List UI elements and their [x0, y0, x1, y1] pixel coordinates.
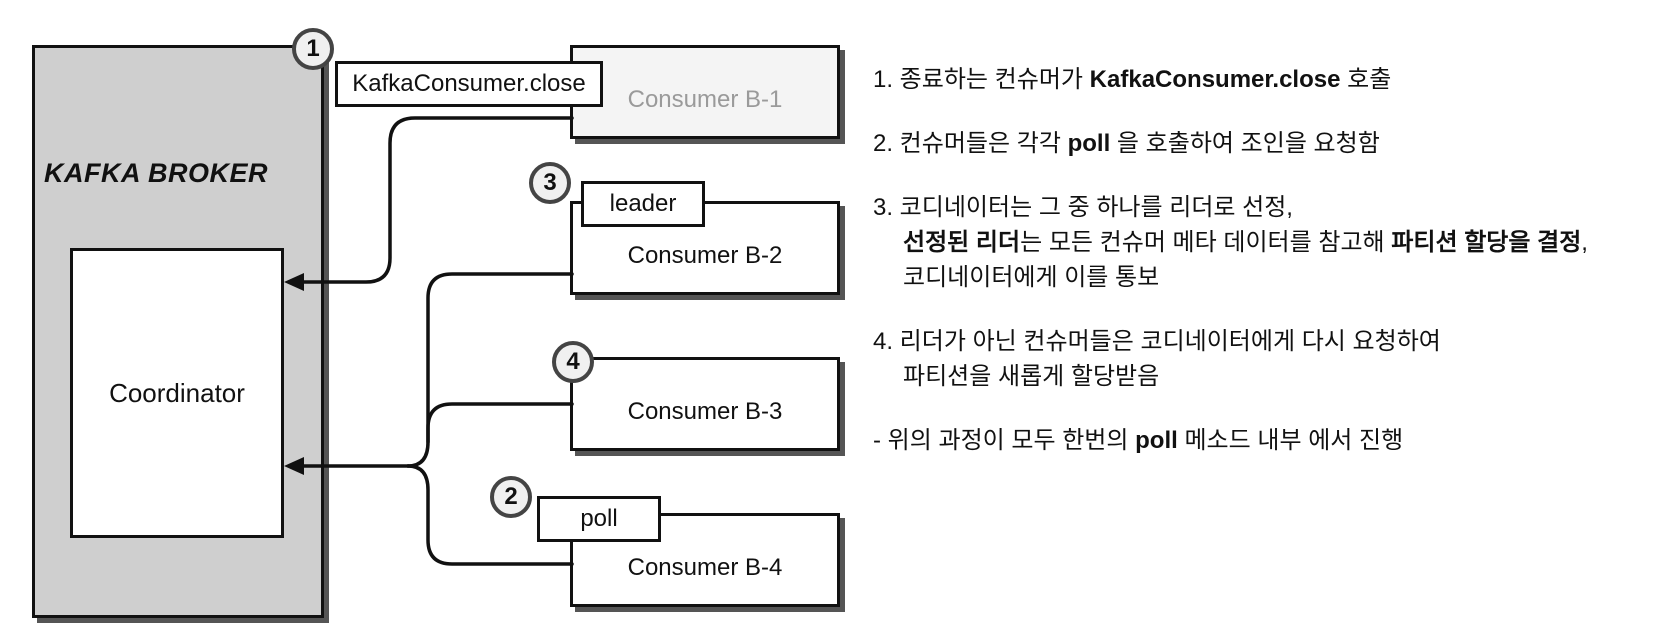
close-connector	[298, 116, 574, 284]
coordinator-label: Coordinator	[109, 377, 245, 408]
note-5-post: 메소드 내부 에서 진행	[1177, 427, 1404, 454]
consumer-b2-label: Consumer B-2	[627, 242, 783, 269]
step-badge-3: 3	[529, 162, 571, 204]
note-3-mid: 는 모든 컨슈머 메타 데이터를 참고해	[1020, 229, 1392, 256]
note-4-line1: 4. 리더가 아닌 컨슈머들은 코디네이터에게 다시 요청하여	[873, 328, 1441, 355]
leader-callout: leader	[581, 181, 705, 227]
consumer-b4-label: Consumer B-4	[627, 554, 783, 581]
note-2-pre: 2. 컨슈머들은 각각	[873, 130, 1068, 157]
poll-connector-b3	[426, 402, 574, 444]
note-5-method: poll	[1135, 427, 1178, 454]
broker-title: KAFKA BROKER	[44, 158, 268, 188]
note-3-end: ,	[1581, 229, 1588, 256]
note-4-line2: 파티션을 새롭게 할당받음	[903, 363, 1160, 390]
close-callout-label: KafkaConsumer.close	[352, 70, 586, 97]
note-4: 4. 리더가 아닌 컨슈머들은 코디네이터에게 다시 요청하여 파티션을 새롭게…	[873, 324, 1673, 394]
step-badge-4: 4	[552, 341, 594, 383]
arrow-to-coordinator-bottom	[284, 457, 304, 475]
note-3-line1: 3. 코디네이터는 그 중 하나를 리더로 선정,	[873, 194, 1293, 221]
step-badge-2-number: 2	[504, 483, 518, 510]
note-1-post: 호출	[1340, 66, 1392, 93]
poll-callout: poll	[537, 496, 661, 542]
leader-callout-label: leader	[609, 190, 677, 217]
note-2-method: poll	[1067, 130, 1111, 157]
note-2-post: 을 호출하여 조인을 요청함	[1110, 130, 1380, 157]
note-1-pre: 1. 종료하는 컨슈머가	[873, 66, 1090, 93]
consumer-b2: Consumer B-2	[570, 201, 840, 295]
consumer-b3: Consumer B-3	[570, 357, 840, 451]
consumer-b1-label: Consumer B-1	[627, 86, 783, 113]
step-badge-4-number: 4	[566, 348, 580, 375]
consumer-b3-label: Consumer B-3	[627, 398, 783, 425]
note-3-bold-partition: 파티션 할당을 결정	[1391, 229, 1582, 256]
poll-connector-b2	[406, 272, 574, 468]
process-notes: 1. 종료하는 컨슈머가 KafkaConsumer.close 호출 2. 컨…	[873, 62, 1673, 487]
step-badge-3-number: 3	[543, 169, 557, 196]
close-callout: KafkaConsumer.close	[335, 61, 603, 107]
note-3: 3. 코디네이터는 그 중 하나를 리더로 선정, 선정된 리더는 모든 컨슈머…	[873, 190, 1673, 295]
consumer-b1: Consumer B-1	[570, 45, 840, 139]
step-badge-1-number: 1	[306, 35, 320, 62]
note-1-method: KafkaConsumer.close	[1089, 66, 1341, 93]
note-3-line3: 코디네이터에게 이를 통보	[903, 264, 1160, 291]
arrow-to-coordinator-top	[284, 273, 304, 291]
step-badge-1: 1	[292, 28, 334, 70]
coordinator-box: Coordinator	[70, 248, 284, 538]
note-5: - 위의 과정이 모두 한번의 poll 메소드 내부 에서 진행	[873, 423, 1673, 458]
note-3-bold-leader: 선정된 리더	[903, 229, 1021, 256]
note-1: 1. 종료하는 컨슈머가 KafkaConsumer.close 호출	[873, 62, 1673, 97]
note-2: 2. 컨슈머들은 각각 poll 을 호출하여 조인을 요청함	[873, 126, 1673, 161]
step-badge-2: 2	[490, 476, 532, 518]
note-5-pre: - 위의 과정이 모두 한번의	[873, 427, 1136, 454]
poll-callout-label: poll	[580, 505, 618, 532]
poll-connector-b4	[406, 464, 574, 566]
